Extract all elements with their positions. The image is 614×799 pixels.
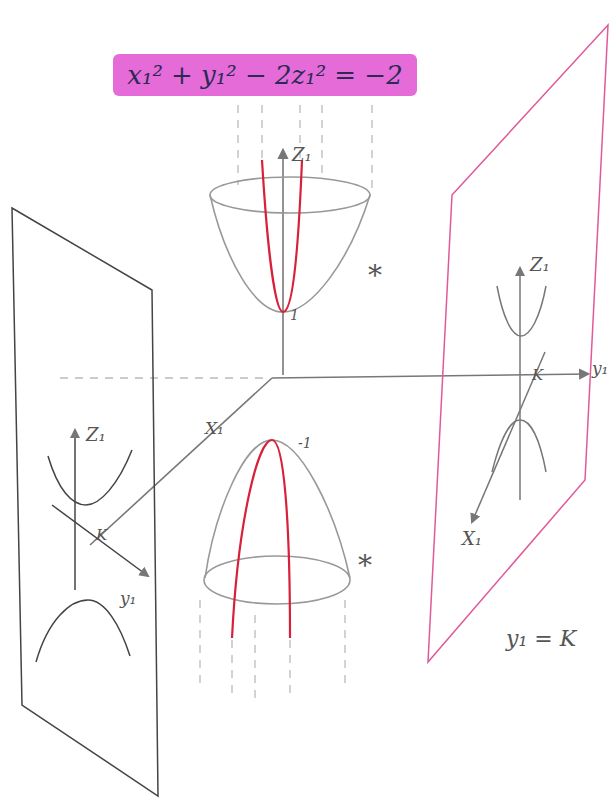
axis-label: X₁ <box>462 530 482 548</box>
note-mark: * <box>368 262 382 290</box>
upper-trace <box>262 160 302 312</box>
axis-label: Z₁ <box>530 256 550 274</box>
axis-label: y₁ <box>120 590 136 607</box>
axis-label: Z₁ <box>86 426 106 444</box>
highlighted-equation: x₁² + y₁² − 2z₁² = −2 <box>113 54 416 96</box>
note-mark: * <box>358 552 372 580</box>
lower-trace <box>232 440 290 638</box>
axis-label: X₁ <box>205 420 224 437</box>
axis-label: Z₁ <box>292 146 312 164</box>
vertex-label: 1 <box>290 308 299 322</box>
axis-label: y₁ <box>592 360 608 377</box>
plane-label: K <box>532 368 543 383</box>
right-plane-curves <box>472 268 546 522</box>
axes <box>90 150 588 545</box>
equation-text: x₁² + y₁² − 2z₁² = −2 <box>127 60 402 90</box>
vertex-label: -1 <box>298 436 312 450</box>
plane-label: K <box>96 528 107 543</box>
left-plane <box>12 208 158 796</box>
upper-sheet <box>210 177 370 312</box>
plane-equation: y₁ = K <box>506 628 576 650</box>
right-plane <box>428 25 608 662</box>
lower-sheet <box>204 440 350 604</box>
